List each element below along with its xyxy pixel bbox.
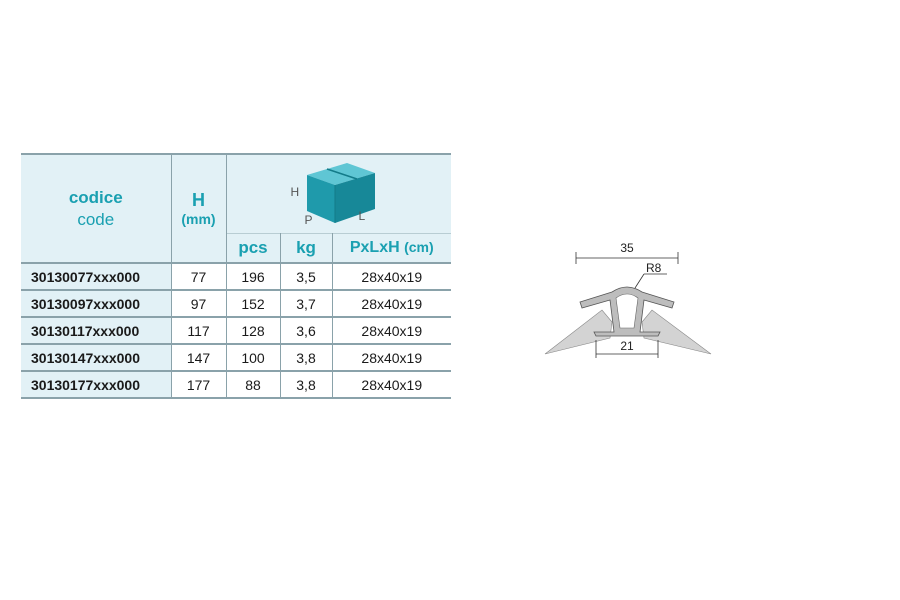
code-header-en: code — [77, 209, 115, 229]
radius-label: R8 — [646, 261, 662, 275]
pcs-header: pcs — [226, 233, 281, 264]
row-pcs: 88 — [226, 371, 281, 399]
product-table: codice code H (mm) H P L pcs — [21, 153, 452, 399]
table-row: 30130177xxx000 177 88 3,8 28x40x19 — [21, 371, 452, 399]
table-row: 30130097xxx000 97 152 3,7 28x40x19 — [21, 290, 452, 318]
dim-bottom-label: 21 — [620, 339, 634, 353]
row-dims: 28x40x19 — [332, 371, 452, 399]
row-h: 97 — [171, 290, 227, 318]
row-pcs: 128 — [226, 317, 281, 345]
row-dims: 28x40x19 — [332, 317, 452, 345]
height-column-header: H (mm) — [171, 153, 227, 264]
table-row: 30130077xxx000 77 196 3,5 28x40x19 — [21, 263, 452, 291]
dims-header-unit: (cm) — [404, 239, 434, 255]
table-row: 30130117xxx000 117 128 3,6 28x40x19 — [21, 317, 452, 345]
dim-top-label: 35 — [620, 241, 634, 255]
code-header-it: codice — [68, 187, 123, 207]
row-kg: 3,8 — [280, 344, 333, 372]
row-pcs: 196 — [226, 263, 281, 291]
box-label-p: P — [304, 213, 313, 227]
row-h: 77 — [171, 263, 227, 291]
box-label-h: H — [290, 185, 300, 199]
dims-header-label: PxLxH — [349, 239, 400, 256]
row-code: 30130097xxx000 — [21, 290, 172, 318]
row-code: 30130147xxx000 — [21, 344, 172, 372]
row-kg: 3,7 — [280, 290, 333, 318]
profile-drawing: 35 R8 21 — [544, 241, 712, 358]
row-h: 117 — [171, 317, 227, 345]
row-code: 30130177xxx000 — [21, 371, 172, 399]
row-code: 30130077xxx000 — [21, 263, 172, 291]
row-kg: 3,6 — [280, 317, 333, 345]
code-column-header: codice code — [21, 153, 172, 264]
row-dims: 28x40x19 — [332, 344, 452, 372]
height-header-label: H — [192, 190, 205, 210]
box-icon — [306, 163, 375, 223]
row-dims: 28x40x19 — [332, 290, 452, 318]
row-kg: 3,8 — [280, 371, 333, 399]
row-pcs: 152 — [226, 290, 281, 318]
row-dims: 28x40x19 — [332, 263, 452, 291]
table-row: 30130147xxx000 147 100 3,8 28x40x19 — [21, 344, 452, 372]
packaging-header: H P L — [226, 153, 452, 234]
row-h: 147 — [171, 344, 227, 372]
kg-header: kg — [280, 233, 333, 264]
box-label-l: L — [358, 209, 366, 223]
row-kg: 3,5 — [280, 263, 333, 291]
row-h: 177 — [171, 371, 227, 399]
height-header-unit: (mm) — [181, 211, 216, 227]
dims-header: PxLxH (cm) — [332, 233, 452, 264]
row-code: 30130117xxx000 — [21, 317, 172, 345]
row-pcs: 100 — [226, 344, 281, 372]
